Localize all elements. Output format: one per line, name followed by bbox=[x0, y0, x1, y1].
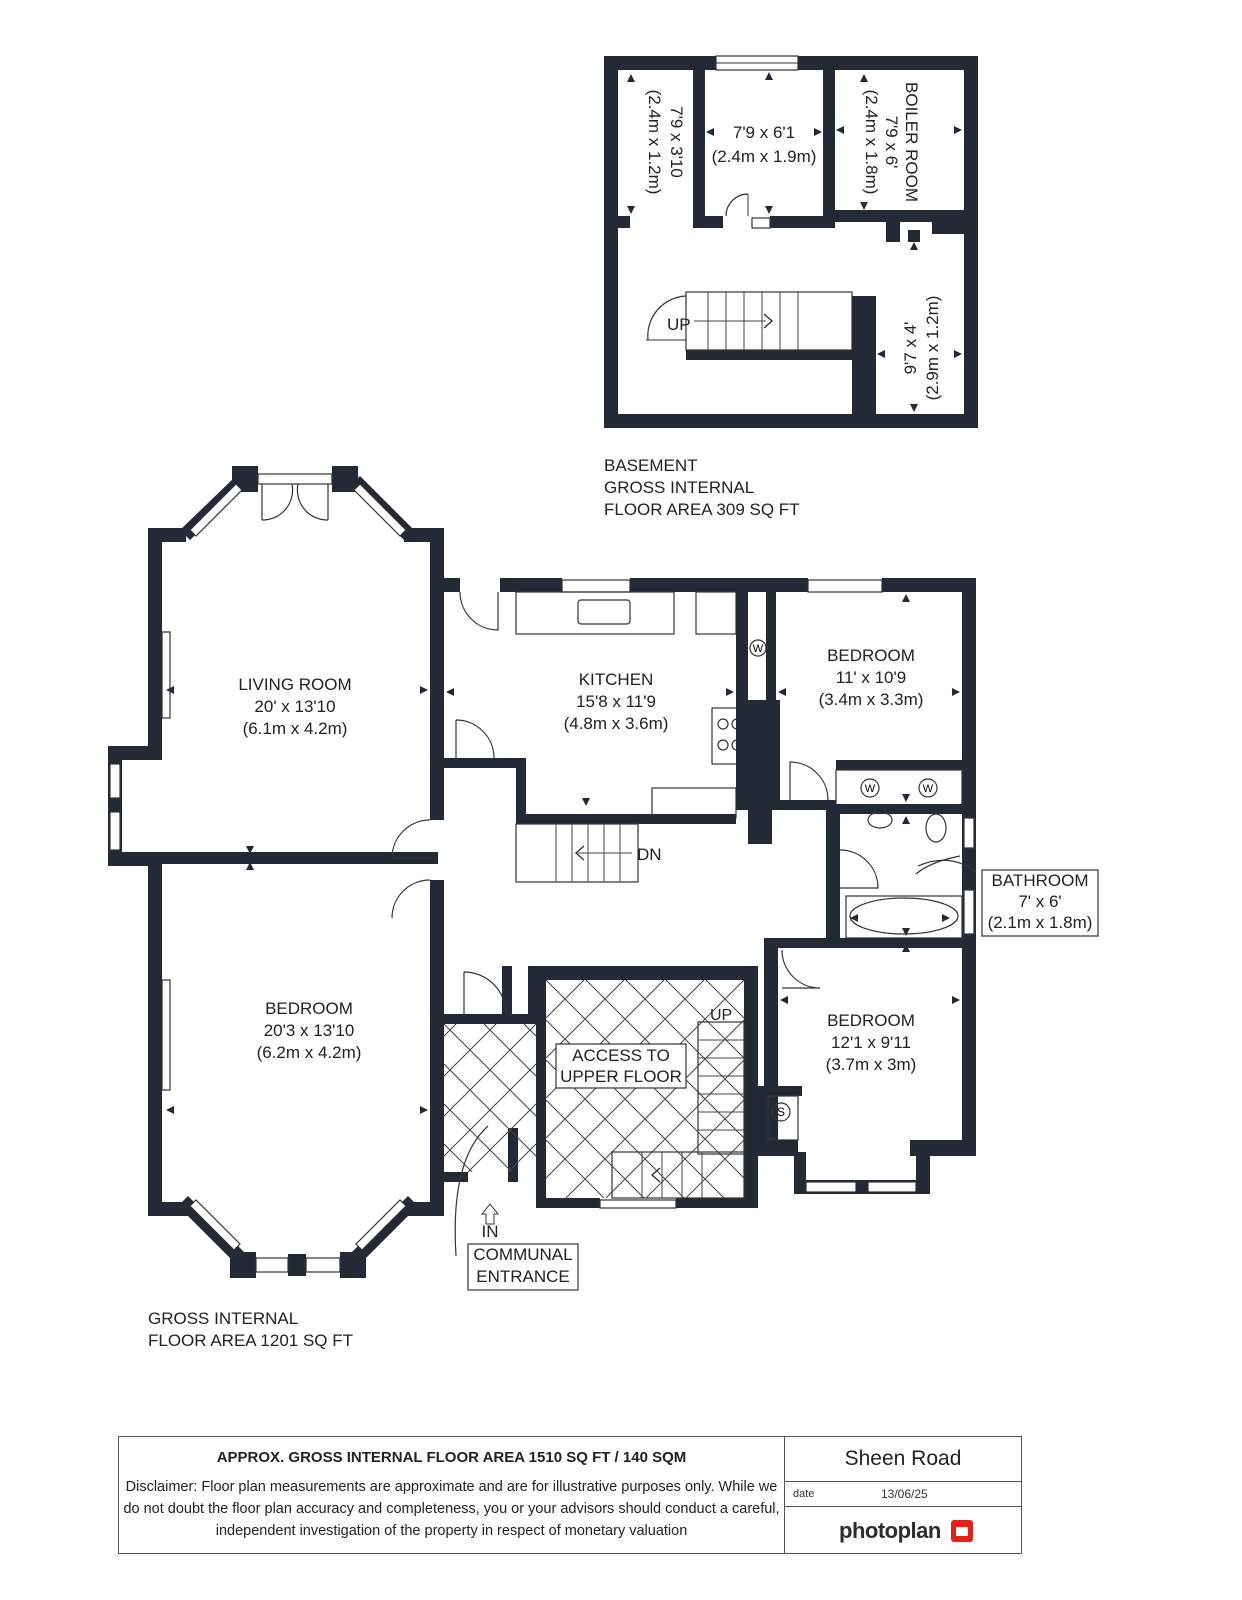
boiler-room-dim-metric: (2.4m x 1.8m) bbox=[862, 90, 881, 195]
info-text-area: APPROX. GROSS INTERNAL FLOOR AREA 1510 S… bbox=[119, 1437, 785, 1553]
wardrobe-symbol: W bbox=[753, 643, 764, 655]
basement-plan: 7'9 x 3'10 (2.4m x 1.2m) 7'9 x 6'1 (2.4m… bbox=[604, 55, 978, 519]
project-name: Sheen Road bbox=[785, 1437, 1021, 1482]
basement-area-line-1: BASEMENT bbox=[604, 456, 698, 475]
living-room-dim-imperial: 20' x 13'10 bbox=[254, 697, 335, 716]
basement-room-2-dim-metric: (2.4m x 1.9m) bbox=[712, 147, 817, 166]
bedroom-2-dim-metric: (3.4m x 3.3m) bbox=[819, 690, 924, 709]
bedroom-3-name: BEDROOM bbox=[827, 1011, 915, 1030]
bedroom-3-dim-metric: (3.7m x 3m) bbox=[826, 1055, 917, 1074]
bedroom-1-dim-imperial: 20'3 x 13'10 bbox=[264, 1021, 355, 1040]
total-area-headline: APPROX. GROSS INTERNAL FLOOR AREA 1510 S… bbox=[216, 1449, 687, 1466]
bedroom-1-name: BEDROOM bbox=[265, 999, 353, 1018]
bedroom-3-dim-imperial: 12'1 x 9'11 bbox=[831, 1033, 911, 1052]
ground-area-line-1: GROSS INTERNAL bbox=[148, 1309, 298, 1328]
boiler-room-name: BOILER ROOM bbox=[902, 82, 921, 202]
info-panel: APPROX. GROSS INTERNAL FLOOR AREA 1510 S… bbox=[118, 1436, 1022, 1554]
ground-floor-plan: LIVING ROOM 20' x 13'10 (6.1m x 4.2m) KI… bbox=[108, 466, 1099, 1350]
basement-room-2-dim-imperial: 7'9 x 6'1 bbox=[733, 123, 795, 142]
kitchen-dim-metric: (4.8m x 3.6m) bbox=[564, 714, 669, 733]
date-value: 13/06/25 bbox=[881, 1487, 928, 1501]
communal-entrance-line-2: ENTRANCE bbox=[476, 1267, 570, 1286]
basement-room-1-dim-metric: (2.4m x 1.2m) bbox=[645, 90, 664, 195]
kitchen-dim-imperial: 15'8 x 11'9 bbox=[576, 692, 656, 711]
disclaimer-text: Disclaimer: Floor plan measurements are … bbox=[123, 1479, 780, 1539]
wardrobe-symbol: W bbox=[923, 783, 934, 795]
stair-down-label: DN bbox=[637, 845, 662, 864]
date-label: date bbox=[793, 1488, 815, 1500]
date-row: date 13/06/25 bbox=[785, 1482, 1021, 1507]
bedroom-2-name: BEDROOM bbox=[827, 646, 915, 665]
living-room-dim-metric: (6.1m x 4.2m) bbox=[243, 719, 348, 738]
basement-room-4-dim-imperial: 9'7 x 4' bbox=[901, 322, 920, 375]
basement-room-1-dim-imperial: 7'9 x 3'10 bbox=[667, 106, 686, 178]
title-block: Sheen Road date 13/06/25 photoplan bbox=[785, 1437, 1021, 1553]
entrance-in-label: IN bbox=[482, 1222, 499, 1241]
ground-area-line-2: FLOOR AREA 1201 SQ FT bbox=[148, 1331, 353, 1350]
bedroom-2-dim-imperial: 11' x 10'9 bbox=[836, 668, 906, 687]
access-upper-floor-line-1: ACCESS TO bbox=[572, 1046, 670, 1065]
basement-room-4-dim-metric: (2.9m x 1.2m) bbox=[923, 296, 942, 401]
bathroom-dim-imperial: 7' x 6' bbox=[1018, 892, 1061, 911]
floor-plan-diagram: 7'9 x 3'10 (2.4m x 1.2m) 7'9 x 6'1 (2.4m… bbox=[108, 55, 1099, 1350]
living-room-name: LIVING ROOM bbox=[238, 675, 351, 694]
bathroom-name: BATHROOM bbox=[992, 871, 1089, 890]
basement-stair-up-label: UP bbox=[667, 315, 691, 334]
camera-logo-icon bbox=[951, 1520, 973, 1542]
basement-area-line-2: GROSS INTERNAL bbox=[604, 478, 754, 497]
storage-symbol: S bbox=[777, 1105, 785, 1119]
access-upper-floor-line-2: UPPER FLOOR bbox=[560, 1067, 682, 1086]
stair-up-label: UP bbox=[710, 1007, 732, 1024]
communal-entrance-line-1: COMMUNAL bbox=[473, 1245, 572, 1264]
bedroom-1-dim-metric: (6.2m x 4.2m) bbox=[257, 1043, 362, 1062]
bathroom-dim-metric: (2.1m x 1.8m) bbox=[988, 913, 1093, 932]
wardrobe-symbol: W bbox=[865, 783, 876, 795]
brand-name: photoplan bbox=[839, 1518, 941, 1543]
kitchen-name: KITCHEN bbox=[579, 670, 654, 689]
boiler-room-dim-imperial: 7'9 x 6' bbox=[882, 116, 901, 169]
brand-row: photoplan bbox=[785, 1507, 1021, 1554]
basement-area-line-3: FLOOR AREA 309 SQ FT bbox=[604, 500, 800, 519]
